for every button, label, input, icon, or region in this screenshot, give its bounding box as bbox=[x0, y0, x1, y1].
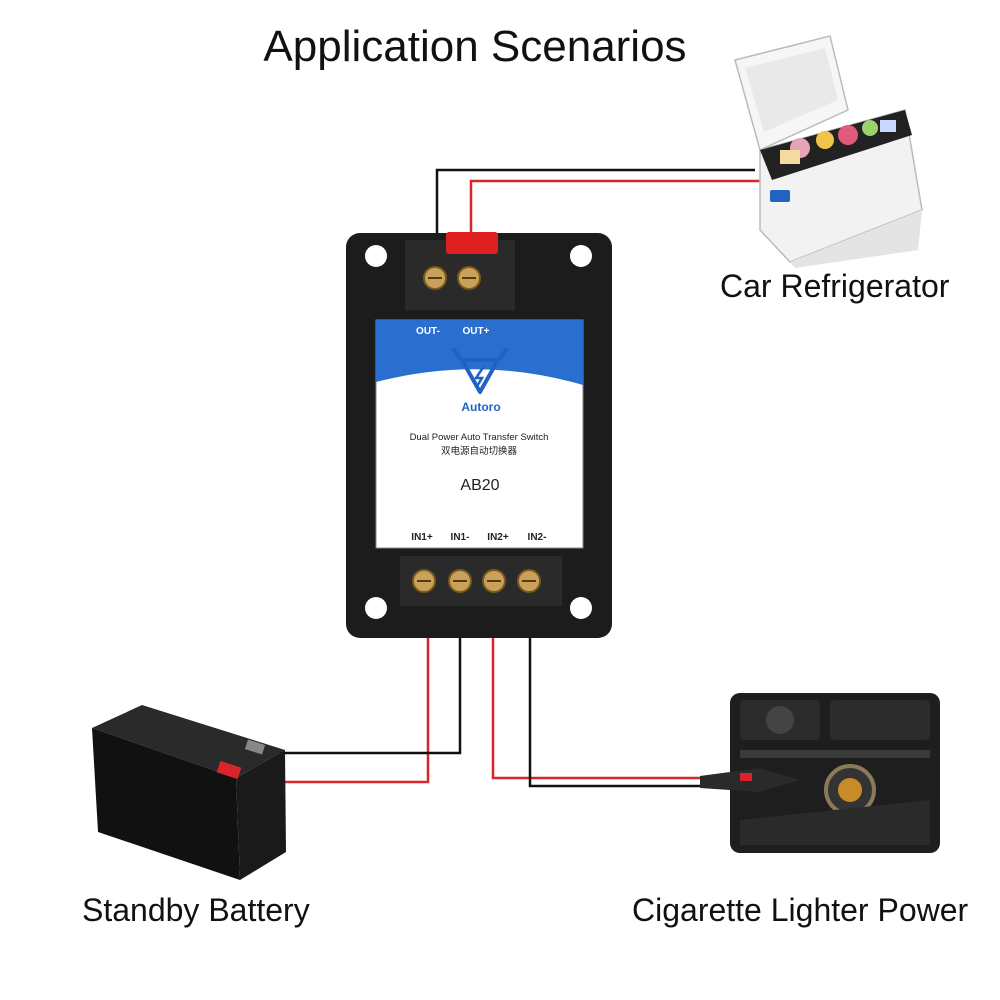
mount-hole bbox=[365, 245, 387, 267]
terminal-label-out-pos: OUT+ bbox=[463, 326, 490, 337]
battery-negative-terminal bbox=[244, 739, 266, 755]
cigarette-lighter-image bbox=[700, 693, 940, 853]
device-description-cn: 双电源自动切换器 bbox=[441, 445, 518, 457]
terminal-label-in2-neg: IN2- bbox=[528, 532, 547, 543]
device-description-en: Dual Power Auto Transfer Switch bbox=[410, 432, 549, 443]
in2-positive-wire bbox=[491, 605, 700, 780]
terminal-label-in1-pos: IN1+ bbox=[411, 532, 433, 543]
mount-hole bbox=[570, 597, 592, 619]
standby-battery-label: Standby Battery bbox=[82, 892, 310, 928]
standby-battery-image bbox=[92, 705, 286, 880]
terminal-label-in2-pos: IN2+ bbox=[487, 532, 509, 543]
car-refrigerator-label: Car Refrigerator bbox=[720, 268, 950, 304]
terminal-label-out-neg: OUT- bbox=[416, 326, 440, 337]
in1-negative-wire bbox=[280, 605, 462, 755]
in1-positive-wire bbox=[268, 605, 430, 784]
autoro-logo-icon bbox=[452, 348, 508, 394]
in2-negative-wire bbox=[528, 605, 700, 788]
mount-hole bbox=[570, 245, 592, 267]
brand-name: Autoro bbox=[461, 400, 500, 414]
terminal-label-in1-neg: IN1- bbox=[451, 532, 470, 543]
car-refrigerator-image bbox=[734, 35, 923, 268]
battery-positive-terminal bbox=[216, 760, 242, 780]
fuse-holder bbox=[446, 232, 498, 254]
out-negative-wire bbox=[435, 168, 755, 262]
page-title: Application Scenarios bbox=[263, 22, 687, 71]
mount-hole bbox=[365, 597, 387, 619]
cigarette-lighter-label: Cigarette Lighter Power bbox=[632, 892, 969, 928]
transfer-switch-device: OUT- OUT+ Autoro Dual Power Auto Transfe… bbox=[346, 232, 612, 638]
device-model: AB20 bbox=[460, 477, 499, 494]
